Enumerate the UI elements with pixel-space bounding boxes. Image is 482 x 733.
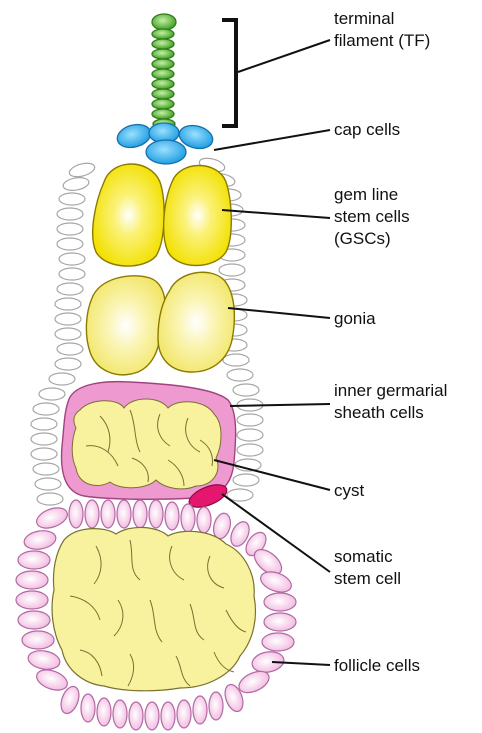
labels: terminal filament (TF) cap cells gem lin… bbox=[334, 9, 452, 675]
label-follicle-line1: follicle cells bbox=[334, 656, 420, 675]
label-somatic-stem-line2: stem cell bbox=[334, 569, 401, 588]
label-cap-cells-line1: cap cells bbox=[334, 120, 400, 139]
label-inner-sheath-line1: inner germarial bbox=[334, 381, 447, 400]
egg-chamber-germ-cells bbox=[52, 527, 255, 690]
leader-terminal-filament bbox=[238, 40, 330, 72]
label-gsc-line2: stem cells bbox=[334, 207, 410, 226]
label-somatic-stem: somatic stem cell bbox=[334, 547, 401, 588]
label-terminal-filament-line1: terminal bbox=[334, 9, 394, 28]
germline-stem-cells bbox=[93, 164, 232, 266]
label-gsc-line3: (GSCs) bbox=[334, 229, 391, 248]
label-terminal-filament-line2: filament (TF) bbox=[334, 31, 430, 50]
label-inner-sheath: inner germarial sheath cells bbox=[334, 381, 452, 422]
label-cap-cells: cap cells bbox=[334, 120, 400, 139]
label-cyst: cyst bbox=[334, 481, 365, 500]
leader-cap-cells bbox=[214, 130, 330, 150]
cap-cells bbox=[115, 121, 216, 164]
tf-bracket bbox=[222, 20, 236, 126]
label-inner-sheath-line2: sheath cells bbox=[334, 403, 424, 422]
label-gonia: gonia bbox=[334, 309, 376, 328]
label-gonia-line1: gonia bbox=[334, 309, 376, 328]
gonia-cells bbox=[86, 272, 234, 375]
label-gsc: gem line stem cells (GSCs) bbox=[334, 185, 414, 248]
label-cyst-line1: cyst bbox=[334, 481, 365, 500]
label-somatic-stem-line1: somatic bbox=[334, 547, 393, 566]
label-follicle: follicle cells bbox=[334, 656, 420, 675]
label-terminal-filament: terminal filament (TF) bbox=[334, 9, 430, 50]
label-gsc-line1: gem line bbox=[334, 185, 398, 204]
terminal-filament bbox=[152, 14, 176, 129]
cyst bbox=[62, 382, 236, 500]
